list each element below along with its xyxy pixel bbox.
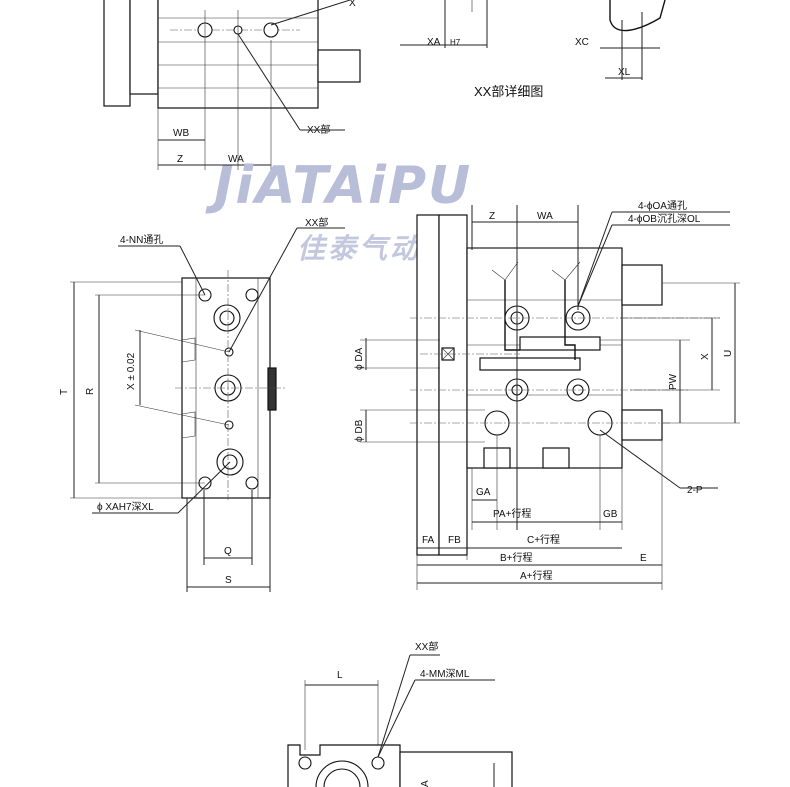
dim-fa: FA <box>422 535 435 546</box>
callout-xx-top: XX部 <box>307 123 330 136</box>
dim-t: T <box>59 389 70 395</box>
dim-a-cut: A <box>420 780 431 787</box>
dim-pw: PW <box>668 373 679 390</box>
dim-s: S <box>225 575 232 586</box>
dim-c: C+行程 <box>527 533 560 546</box>
callout-xx-bottom: XX部 <box>415 640 438 653</box>
dim-x-tol: X ± 0.02 <box>126 352 137 390</box>
callout-xx-side: XX部 <box>305 216 328 229</box>
dim-xl: XL <box>618 67 631 78</box>
callout-2p: 2-P <box>687 485 703 496</box>
callout-oa-holes: 4-ϕOA通孔 <box>638 200 687 212</box>
brand-logo-latin: JiATAiPU <box>205 156 472 216</box>
dim-q: Q <box>224 546 232 557</box>
dim-z-top: Z <box>177 154 183 165</box>
front-view: Z WA 4-ϕOA通孔 4-ϕOB沉孔深OL ϕ DA ϕ DB X U PW… <box>354 200 740 590</box>
dim-a: A+行程 <box>520 569 553 582</box>
dim-r: R <box>85 388 96 395</box>
dim-ga: GA <box>476 487 491 498</box>
callout-mm: 4-MM深ML <box>420 668 470 680</box>
dim-wb: WB <box>173 128 189 139</box>
dim-db: ϕ DB <box>354 419 365 442</box>
dim-u: U <box>723 350 734 357</box>
dim-l: L <box>337 670 343 681</box>
dim-da: ϕ DA <box>354 347 365 370</box>
brand-logo-cn: 佳泰气动 <box>297 232 422 265</box>
dim-e: E <box>640 553 647 564</box>
dim-h7: H7 <box>450 38 461 47</box>
dim-wa-front: WA <box>537 211 553 222</box>
dim-pa: PA+行程 <box>493 507 531 520</box>
dim-fb: FB <box>448 535 461 546</box>
bottom-view: XX部 4-MM深ML L A <box>287 640 513 787</box>
top-view: WB Z WA XX部 X <box>103 0 361 170</box>
dim-b: B+行程 <box>500 551 533 564</box>
dim-gb: GB <box>603 509 618 520</box>
detail-view: XA H7 XC XL XX部详细图 <box>400 0 666 99</box>
callout-xah7: ϕ XAH7深XL <box>97 501 154 513</box>
side-view: 4-NN通孔 XX部 T R X ± 0.02 ϕ XAH7深XL Q S <box>59 216 345 592</box>
dim-x-top: X <box>349 0 356 9</box>
detail-view-title: XX部详细图 <box>474 84 543 99</box>
callout-nn-holes: 4-NN通孔 <box>120 234 163 246</box>
callout-ob-holes: 4-ϕOB沉孔深OL <box>628 212 701 225</box>
dim-xa: XA <box>427 37 441 48</box>
dim-wa-top: WA <box>228 154 244 165</box>
dim-xc: XC <box>575 37 589 48</box>
dim-z-front: Z <box>489 211 495 222</box>
brand-watermark: JiATAiPU 佳泰气动 <box>205 156 472 265</box>
dim-x-front: X <box>700 353 711 360</box>
